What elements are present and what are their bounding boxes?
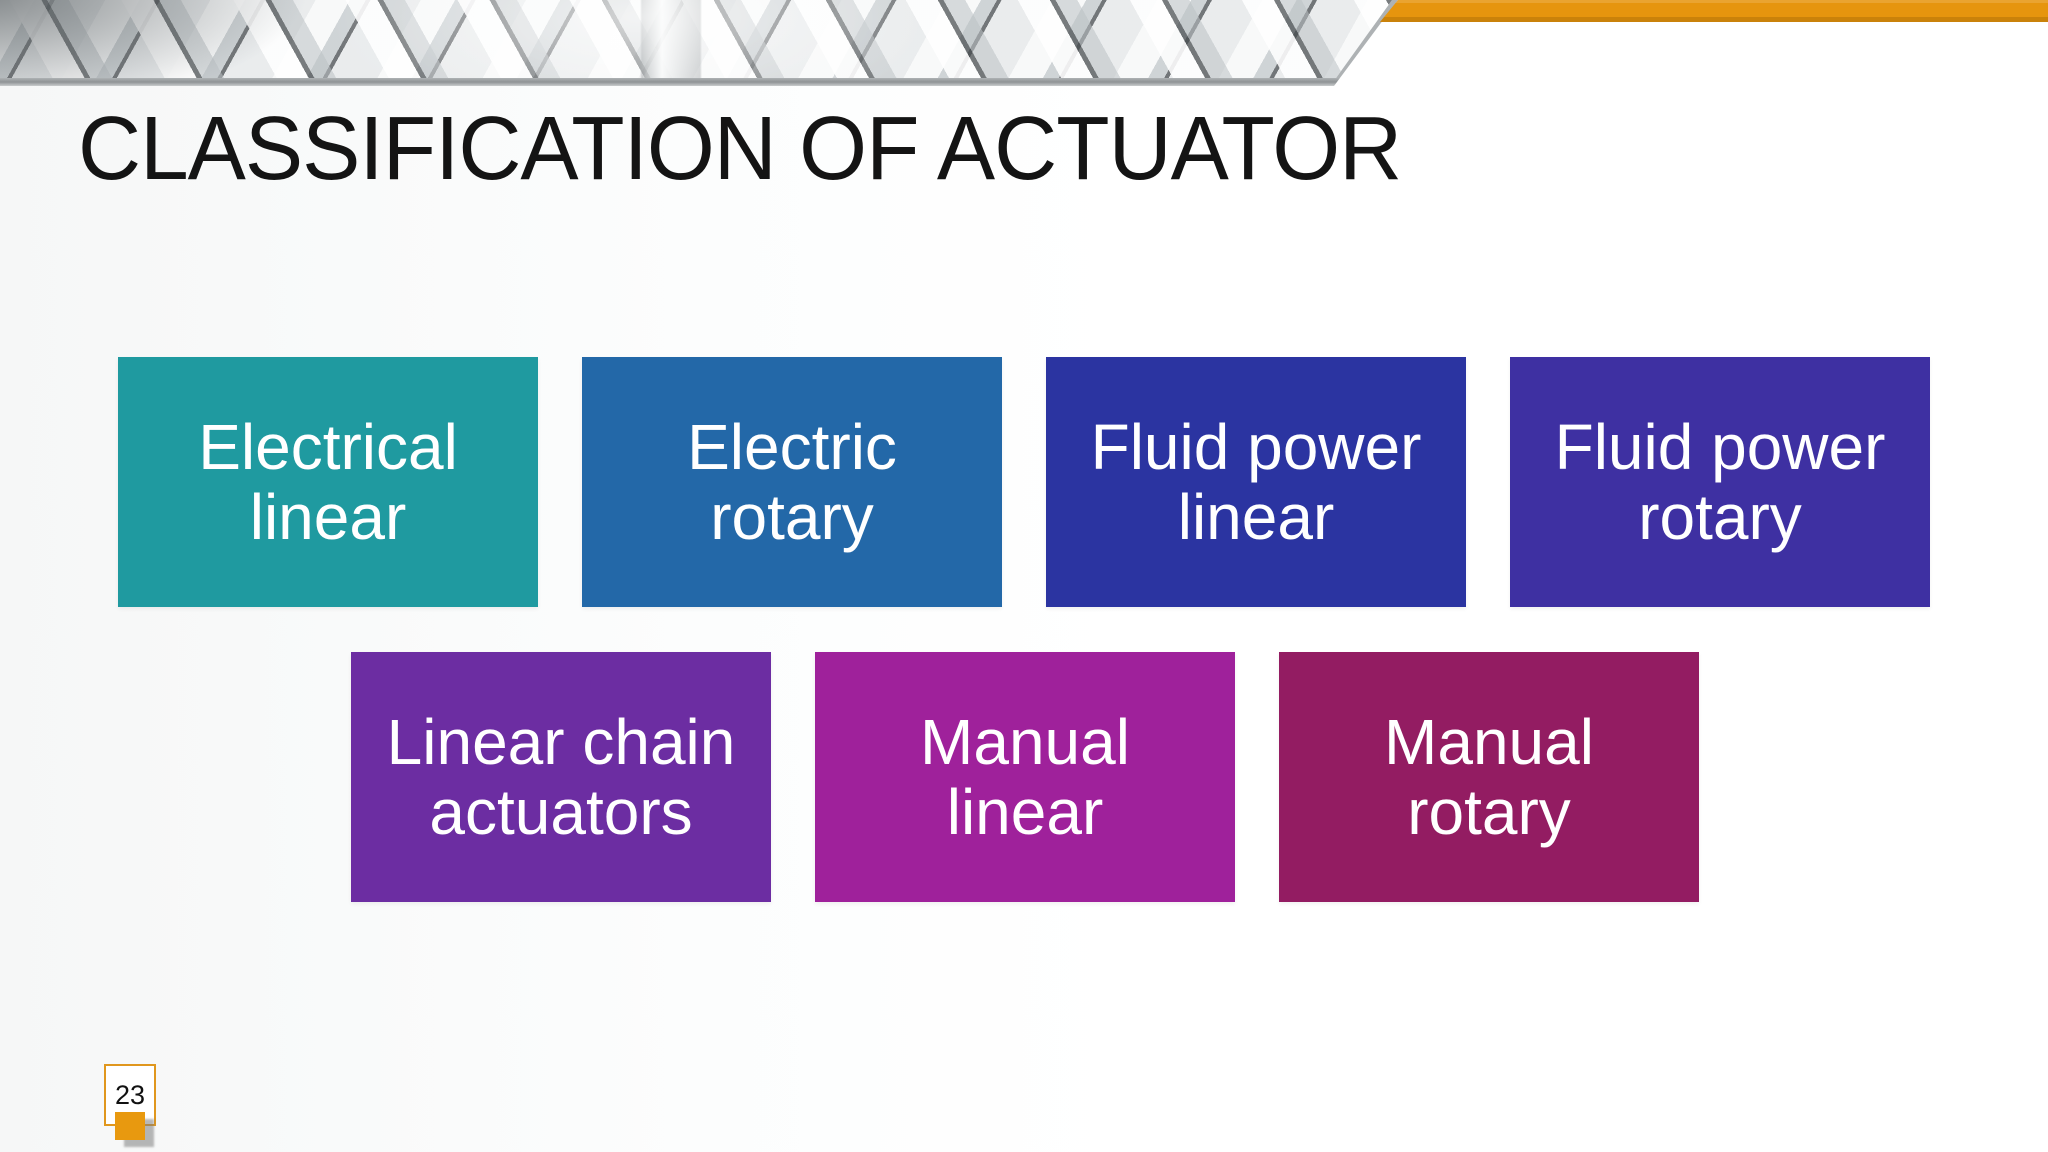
box-manual-rotary: Manual rotary: [1279, 652, 1699, 902]
page-number-box: 23: [104, 1064, 156, 1126]
box-fluid-power-linear: Fluid power linear: [1046, 357, 1466, 607]
actuator-row-1: Electrical linear Electric rotary Fluid …: [118, 357, 1930, 607]
slide-title: CLASSIFICATION OF ACTUATOR: [78, 99, 1402, 199]
actuator-row-2: Linear chain actuators Manual linear Man…: [351, 652, 1699, 902]
header-photo: [0, 0, 1392, 78]
page-number: 23: [114, 1079, 146, 1110]
box-manual-linear: Manual linear: [815, 652, 1235, 902]
box-electric-rotary: Electric rotary: [582, 357, 1002, 607]
box-fluid-power-rotary: Fluid power rotary: [1510, 357, 1930, 607]
accent-band: [1380, 0, 2048, 22]
box-linear-chain-actuators: Linear chain actuators: [351, 652, 771, 902]
box-electrical-linear: Electrical linear: [118, 357, 538, 607]
page-number-square: [115, 1112, 145, 1140]
